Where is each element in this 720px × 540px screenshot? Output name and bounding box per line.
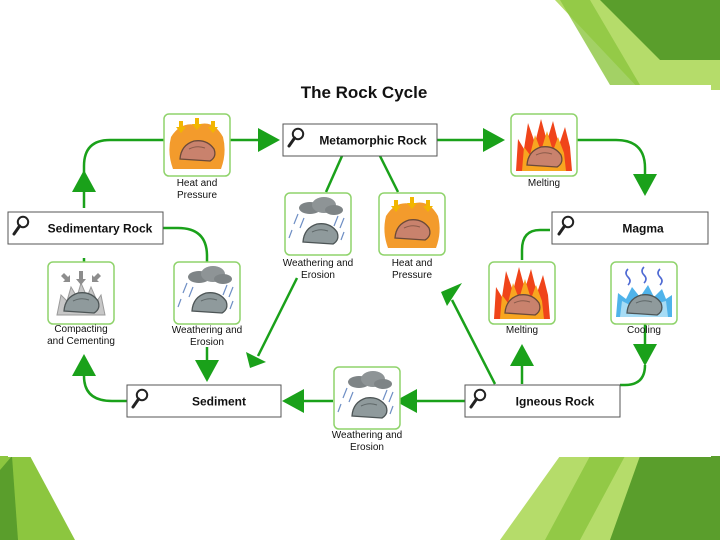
arrowhead (633, 174, 657, 196)
box-label: Magma (622, 222, 664, 236)
box-label: Sedimentary Rock (48, 222, 153, 236)
arrow-melting-to-magma (570, 138, 647, 176)
arrowhead (633, 344, 657, 366)
arrowhead (72, 354, 96, 376)
arrow-magma-to-melting (520, 228, 550, 260)
step-caption: Cooling (627, 325, 661, 336)
step-caption: Heat and (177, 178, 218, 189)
step-heat-and-pressure-center: Heat and Pressure (378, 192, 446, 281)
arrow-sedimentary-to-weathering (163, 226, 209, 264)
box-magma: Magma (551, 211, 709, 245)
step-caption: Heat and (392, 258, 433, 269)
step-weathering-center: Weathering and Erosion (283, 192, 353, 281)
slide-decor-shape (545, 456, 625, 540)
step-caption: Weathering and (172, 325, 242, 336)
arrow-igneous-to-heat (450, 299, 497, 385)
box-metamorphic-rock: Metamorphic Rock (282, 123, 438, 157)
step-caption: Erosion (350, 442, 384, 453)
diagram-title: The Rock Cycle (301, 83, 428, 102)
arrowhead (72, 170, 96, 192)
arrow-metamorphic-to-weathering (324, 155, 344, 193)
arrow-sedimentary-to-heat (82, 138, 165, 208)
step-caption: Compacting (54, 324, 107, 335)
step-caption: Erosion (301, 270, 335, 281)
slide-decor-shape (0, 456, 75, 540)
box-sediment: Sediment (126, 384, 282, 418)
step-melting-top: Melting (510, 113, 578, 189)
arrowhead (441, 283, 462, 306)
arrowhead (195, 360, 219, 382)
step-caption: and Cementing (47, 336, 115, 347)
arrowhead (246, 352, 266, 368)
step-cooling: Cooling (610, 261, 678, 336)
arrowhead (483, 128, 505, 152)
step-caption: Melting (528, 178, 560, 189)
step-caption: Pressure (392, 270, 432, 281)
cycle-arrow-lines (82, 138, 647, 403)
slide-decor-shape (610, 456, 720, 540)
step-caption: Weathering and (332, 430, 402, 441)
step-heat-and-pressure-top: Heat and Pressure (163, 113, 231, 201)
slide-decor-shape (0, 456, 18, 540)
step-compacting-and-cementing: Compacting and Cementing (47, 261, 115, 347)
step-caption: Melting (506, 325, 538, 336)
arrowhead (510, 344, 534, 366)
arrowhead (282, 389, 304, 413)
slide-decor-shape (600, 0, 720, 60)
arrowhead (395, 389, 417, 413)
step-weathering-bottom: Weathering and Erosion (332, 366, 402, 453)
step-melting-right: Melting (488, 261, 556, 336)
step-caption: Weathering and (283, 258, 353, 269)
box-sedimentary-rock: Sedimentary Rock (7, 211, 164, 245)
slide-decor-shape (560, 0, 640, 85)
step-caption: Erosion (190, 337, 224, 348)
arrow-sediment-to-compacting (82, 368, 127, 403)
arrow-weathering-to-sediment-diag (256, 277, 299, 357)
arrow-metamorphic-to-heat (378, 155, 400, 193)
box-label: Igneous Rock (516, 395, 595, 409)
cycle-arrowheads (72, 128, 657, 413)
step-weathering-left: Weathering and Erosion (172, 261, 242, 348)
step-caption: Pressure (177, 190, 217, 201)
box-igneous-rock: Igneous Rock (464, 384, 621, 418)
arrow-cooling-to-igneous (620, 364, 647, 387)
box-label: Metamorphic Rock (319, 134, 427, 148)
arrowhead (258, 128, 280, 152)
box-label: Sediment (192, 395, 246, 409)
